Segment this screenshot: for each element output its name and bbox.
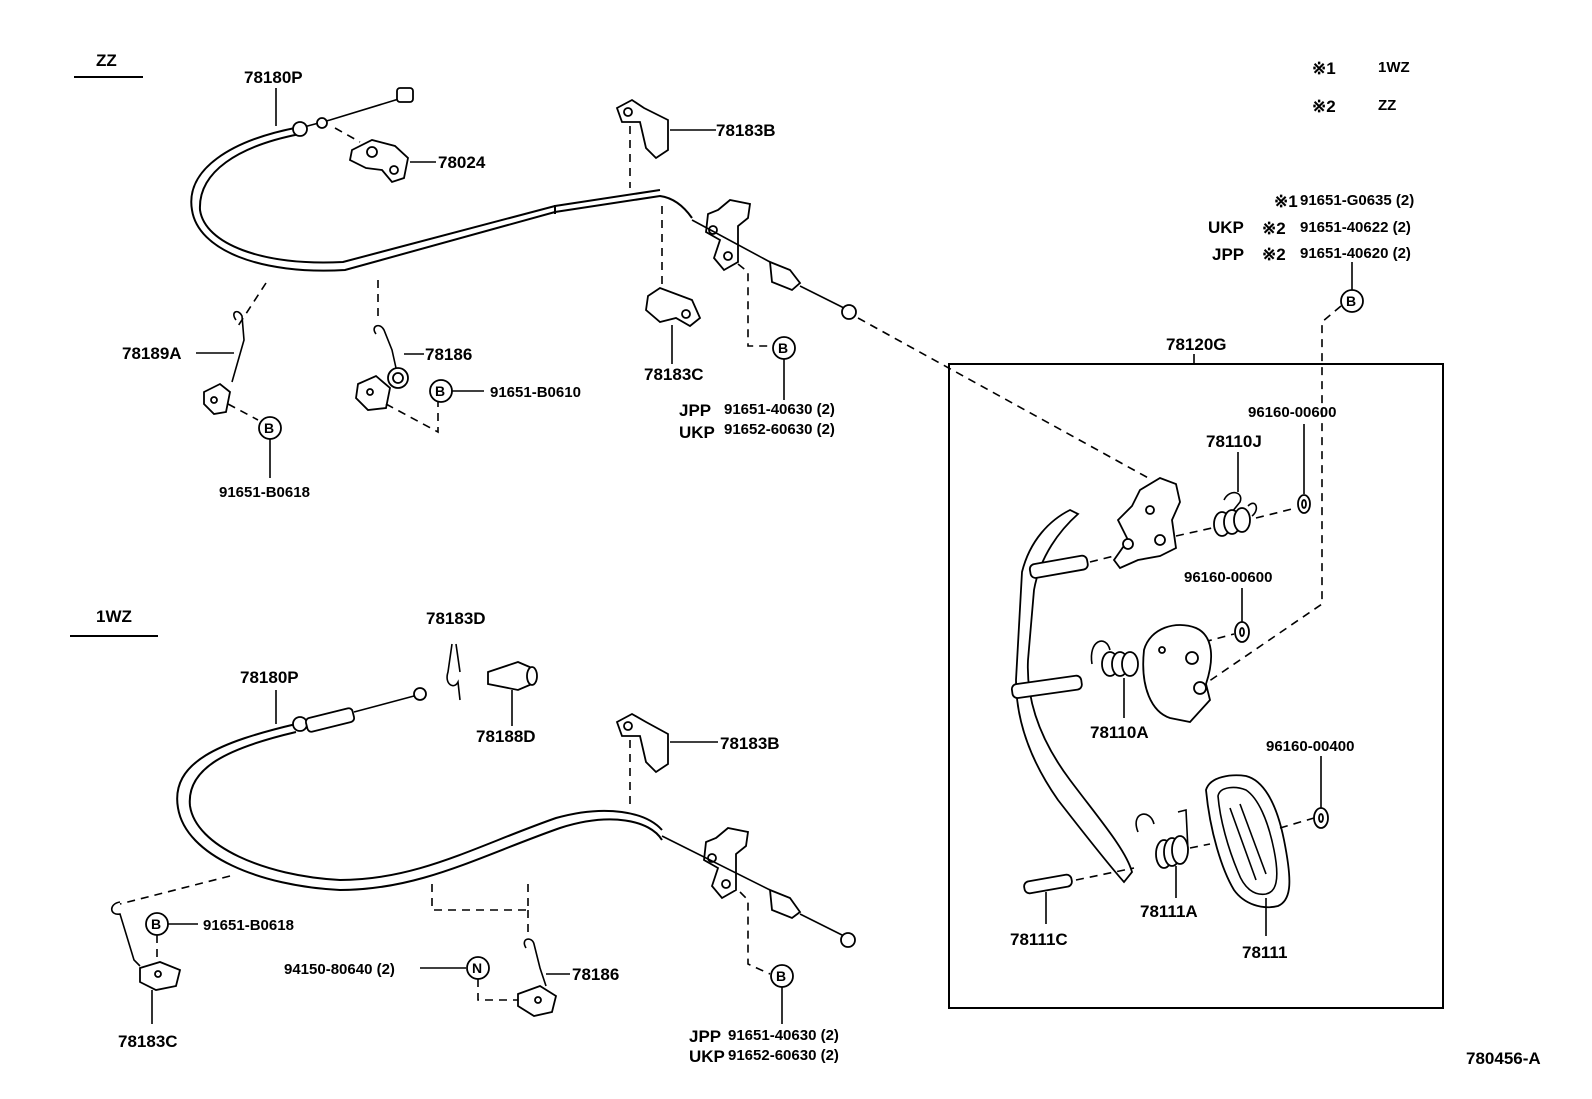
pedal-label-spring-low: 78111A	[1140, 902, 1198, 921]
zz-mount-bracket	[705, 199, 752, 272]
zz-clip-78186	[355, 324, 409, 411]
zz-label-clip-left: 78189A	[122, 344, 182, 363]
pedal-bolt-mark-3: ※2	[1262, 245, 1286, 264]
pedal-clip-3	[1313, 807, 1329, 829]
wz-cable-threaded-end	[292, 687, 427, 733]
wz-clip-78183d	[446, 643, 461, 701]
pedal-spring-78110j	[1213, 491, 1258, 537]
pedal-spring-78111a	[1135, 808, 1189, 869]
zz-label-bolt-left: 91651-B0618	[219, 484, 310, 501]
zz-label-cable: 78180P	[244, 68, 303, 87]
wz-bracket-78183c	[110, 901, 182, 991]
wz-cap-78188d	[487, 661, 538, 691]
zz-cable-end-cap	[396, 87, 414, 103]
zz-cable-nut	[292, 121, 308, 137]
legend-value-2: ZZ	[1378, 97, 1396, 114]
pedal-label-clip1: 96160-00600	[1248, 404, 1336, 421]
wz-label-cable: 78180P	[240, 668, 299, 687]
pedal-bolt-region-3: JPP	[1212, 245, 1244, 264]
svg-text:B: B	[776, 968, 786, 984]
wz-label-bolt-ukp-code: UKP	[689, 1047, 725, 1066]
pedal-label-pin: 78111C	[1010, 930, 1068, 949]
zz-clip-78189a	[203, 310, 245, 415]
wz-label-bolt-jpp: 91651-40630 (2)	[728, 1027, 839, 1044]
pedal-bolt-code-3: 91651-40620 (2)	[1300, 245, 1411, 262]
zz-label-bolt-mid: 91651-B0610	[490, 384, 581, 401]
wz-mount-bracket	[703, 827, 750, 900]
svg-text:B: B	[151, 916, 161, 932]
wz-label-bolt-jpp-code: JPP	[689, 1027, 721, 1046]
pedal-bolt-symbol	[1340, 289, 1364, 313]
wz-label-clip-mid: 78186	[572, 965, 619, 984]
pedal-mid-lever	[1142, 624, 1212, 723]
wz-label-bolt-ukp: 91652-60630 (2)	[728, 1047, 839, 1064]
pedal-bolt-region-2: UKP	[1208, 218, 1244, 237]
svg-text:B: B	[1346, 293, 1356, 309]
wz-cable-boot	[768, 888, 802, 920]
pedal-bolt-mark-2: ※2	[1262, 219, 1286, 238]
zz-label-clip-mid: 78186	[425, 345, 472, 364]
pedal-arm	[1015, 508, 1133, 884]
pedal-clip-2	[1234, 621, 1250, 643]
svg-text:B: B	[435, 383, 445, 399]
zz-clamp-78024	[348, 139, 409, 184]
wz-clip-78186	[517, 938, 558, 1017]
pedal-bolt-mark-1: ※1	[1274, 192, 1298, 211]
zz-label-bolt-ukp: 91652-60630 (2)	[724, 421, 835, 438]
zz-bracket-78183b	[615, 98, 669, 160]
zz-label-bracket-top: 78183B	[716, 121, 776, 140]
pedal-assembly-box	[948, 363, 1444, 1009]
zz-accelerator-cable	[190, 126, 693, 272]
wz-accelerator-cable	[176, 723, 663, 892]
zz-title: ZZ	[96, 51, 117, 70]
pedal-clip-1	[1297, 494, 1311, 514]
wz-label-cap: 78188D	[476, 727, 536, 746]
svg-text:B: B	[264, 420, 274, 436]
pedal-label-clip3: 96160-00400	[1266, 738, 1354, 755]
pedal-shaft-upper	[1028, 554, 1115, 579]
wz-label-nut: 94150-80640 (2)	[284, 961, 395, 978]
zz-label-bolt-jpp-code: JPP	[679, 401, 711, 420]
zz-cable-boot	[768, 260, 802, 292]
pedal-upper-lever	[1112, 477, 1181, 570]
pedal-label-spring-mid: 78110A	[1090, 723, 1149, 742]
pedal-pin-78111c	[1023, 873, 1073, 895]
pedal-pad-78111	[1205, 774, 1291, 909]
svg-text:N: N	[472, 960, 482, 976]
zz-label-clamp: 78024	[438, 153, 486, 172]
pedal-spring-78110a	[1090, 640, 1139, 677]
legend-value-1: 1WZ	[1378, 59, 1410, 76]
wz-label-clip-top: 78183D	[426, 609, 486, 628]
pedal-label-assembly: 78120G	[1166, 335, 1227, 354]
pedal-bolt-code-1: 91651-G0635 (2)	[1300, 192, 1414, 209]
wz-section: 1WZ 78180P 78183D 78188D	[70, 607, 856, 1066]
legend: ※1 1WZ ※2 ZZ	[1312, 59, 1410, 116]
pedal-label-spring-top: 78110J	[1206, 432, 1262, 451]
wz-title: 1WZ	[96, 607, 132, 626]
wz-label-bolt-left: 91651-B0618	[203, 917, 294, 934]
pedal-label-clip2: 96160-00600	[1184, 569, 1272, 586]
legend-mark-1: ※1	[1312, 59, 1336, 78]
zz-bracket-78183c	[645, 286, 702, 328]
wz-label-bracket-left: 78183C	[118, 1032, 178, 1051]
pedal-bolt-code-2: 91651-40622 (2)	[1300, 219, 1411, 236]
pedal-shaft-mid	[1010, 674, 1083, 699]
zz-cable-end	[841, 304, 857, 320]
zz-section: ZZ 78024 78180P 78183B	[74, 51, 1153, 501]
zz-label-bracket-mid: 78183C	[644, 365, 704, 384]
wz-label-bracket-top: 78183B	[720, 734, 780, 753]
wz-cable-end	[840, 932, 856, 948]
wz-bracket-78183b	[615, 712, 669, 774]
svg-text:B: B	[778, 340, 788, 356]
pedal-section: 78120G ※1 91651-G0635 (2) UKP ※2 91651-4…	[948, 192, 1444, 1009]
zz-label-bolt-jpp: 91651-40630 (2)	[724, 401, 835, 418]
legend-mark-2: ※2	[1312, 97, 1336, 116]
pedal-label-pad: 78111	[1242, 943, 1287, 962]
diagram-id: 780456-A	[1466, 1049, 1541, 1068]
zz-label-bolt-ukp-code: UKP	[679, 423, 715, 442]
